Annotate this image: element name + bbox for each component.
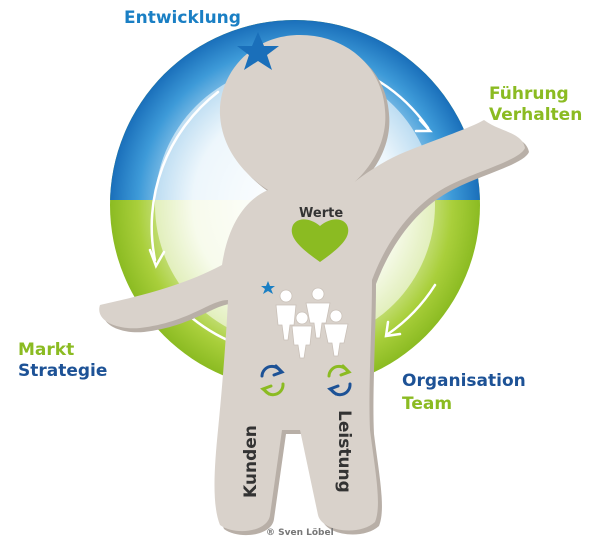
arrowhead-top-right — [414, 118, 433, 133]
entwicklung-label: Entwicklung — [124, 8, 241, 28]
small-star-icon — [261, 281, 275, 294]
fuehrung-label: Führung — [489, 84, 569, 104]
werte-label: Werte — [299, 206, 344, 221]
people-group-icon — [275, 287, 349, 359]
strategie-label: Strategie — [18, 361, 108, 381]
arrowhead-left — [148, 248, 166, 269]
leistung-label: Leistung — [334, 410, 354, 493]
star-icon — [237, 32, 279, 70]
cycle-arrows-icon-2 — [327, 364, 352, 397]
arrow-left — [150, 90, 220, 262]
cycle-arrows-icon — [260, 364, 285, 397]
heart-icon — [291, 219, 349, 262]
copyright-text: ® Sven Löbel — [266, 528, 334, 538]
arrow-bottom-right — [386, 283, 437, 336]
arrowhead-bottom-right — [384, 320, 402, 338]
kunden-label: Kunden — [241, 425, 261, 498]
organisation-label: Organisation — [402, 371, 526, 391]
human-figure — [99, 35, 529, 536]
verhalten-label: Verhalten — [489, 105, 583, 125]
markt-label: Markt — [18, 340, 75, 360]
team-label: Team — [402, 394, 453, 414]
